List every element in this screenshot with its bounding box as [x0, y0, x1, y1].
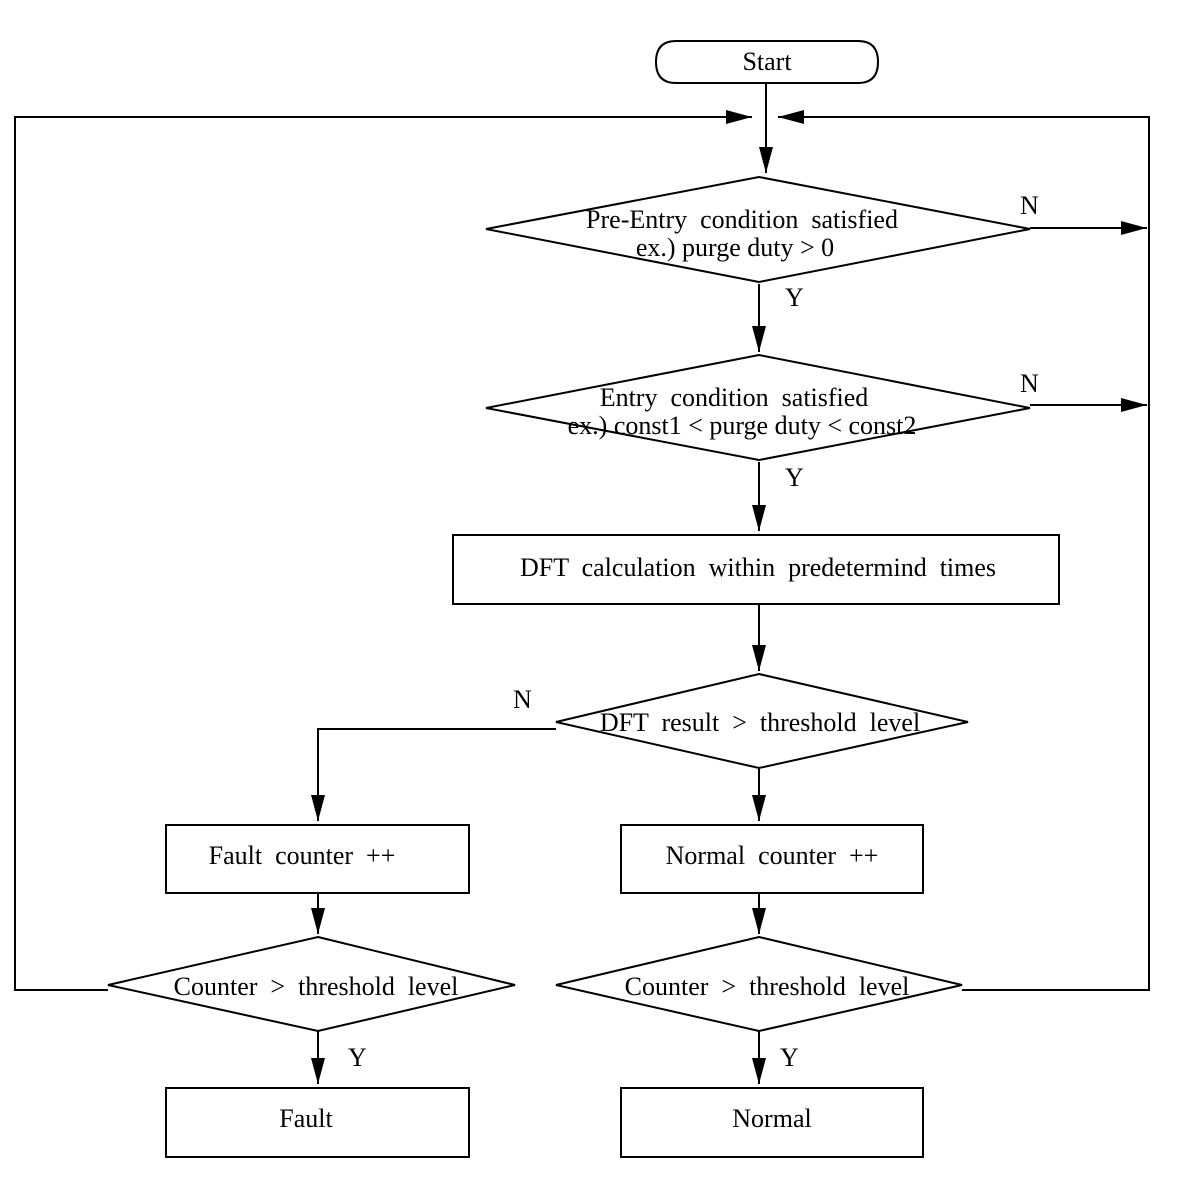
normal-counter-threshold-label: Counter > threshold level: [625, 972, 910, 1001]
edge-dft-result-no: [311, 728, 556, 821]
start-node: Start: [654, 40, 880, 84]
entry-no-label: N: [1020, 369, 1039, 398]
edge-normal-check-loop: [778, 110, 1150, 991]
entry-decision: Entry condition satisfied ex.) const1 < …: [485, 353, 1031, 462]
fault-label: Fault: [279, 1104, 333, 1133]
fault-terminal: Fault: [165, 1087, 470, 1158]
normal-check-yes-label: Y: [780, 1043, 799, 1072]
dft-calculation-label: DFT calculation within predetermind time…: [520, 553, 996, 582]
dft-result-decision: DFT result > threshold level: [555, 672, 969, 770]
connectors: [14, 84, 1150, 1084]
entry-label-line2: ex.) const1 < purge duty < const2: [568, 411, 917, 440]
normal-counter-process: Normal counter ++: [620, 824, 924, 894]
pre-entry-yes-label: Y: [785, 283, 804, 312]
normal-counter-threshold-decision: Counter > threshold level: [555, 935, 963, 1033]
pre-entry-label-line1: Pre-Entry condition satisfied: [586, 205, 898, 234]
fault-counter-threshold-label: Counter > threshold level: [174, 972, 459, 1001]
dft-result-no-label: N: [513, 685, 532, 714]
edge-labels: N Y N Y N Y Y: [348, 191, 1039, 1072]
pre-entry-no-label: N: [1020, 191, 1039, 220]
fault-check-yes-label: Y: [348, 1043, 367, 1072]
pre-entry-decision: Pre-Entry condition satisfied ex.) purge…: [485, 175, 1031, 284]
normal-label: Normal: [732, 1104, 811, 1133]
fault-counter-label: Fault counter ++: [209, 841, 396, 870]
pre-entry-label-line2: ex.) purge duty > 0: [636, 233, 834, 262]
start-label: Start: [742, 47, 792, 76]
fault-counter-threshold-decision: Counter > threshold level: [107, 935, 516, 1033]
dft-result-label: DFT result > threshold level: [600, 708, 920, 737]
edge-fault-check-loop: [14, 110, 752, 991]
dft-calculation-process: DFT calculation within predetermind time…: [452, 534, 1060, 605]
entry-yes-label: Y: [785, 463, 804, 492]
normal-counter-label: Normal counter ++: [666, 841, 879, 870]
fault-counter-process: Fault counter ++: [165, 824, 470, 894]
normal-terminal: Normal: [620, 1087, 924, 1158]
entry-label-line1: Entry condition satisfied: [600, 383, 869, 412]
